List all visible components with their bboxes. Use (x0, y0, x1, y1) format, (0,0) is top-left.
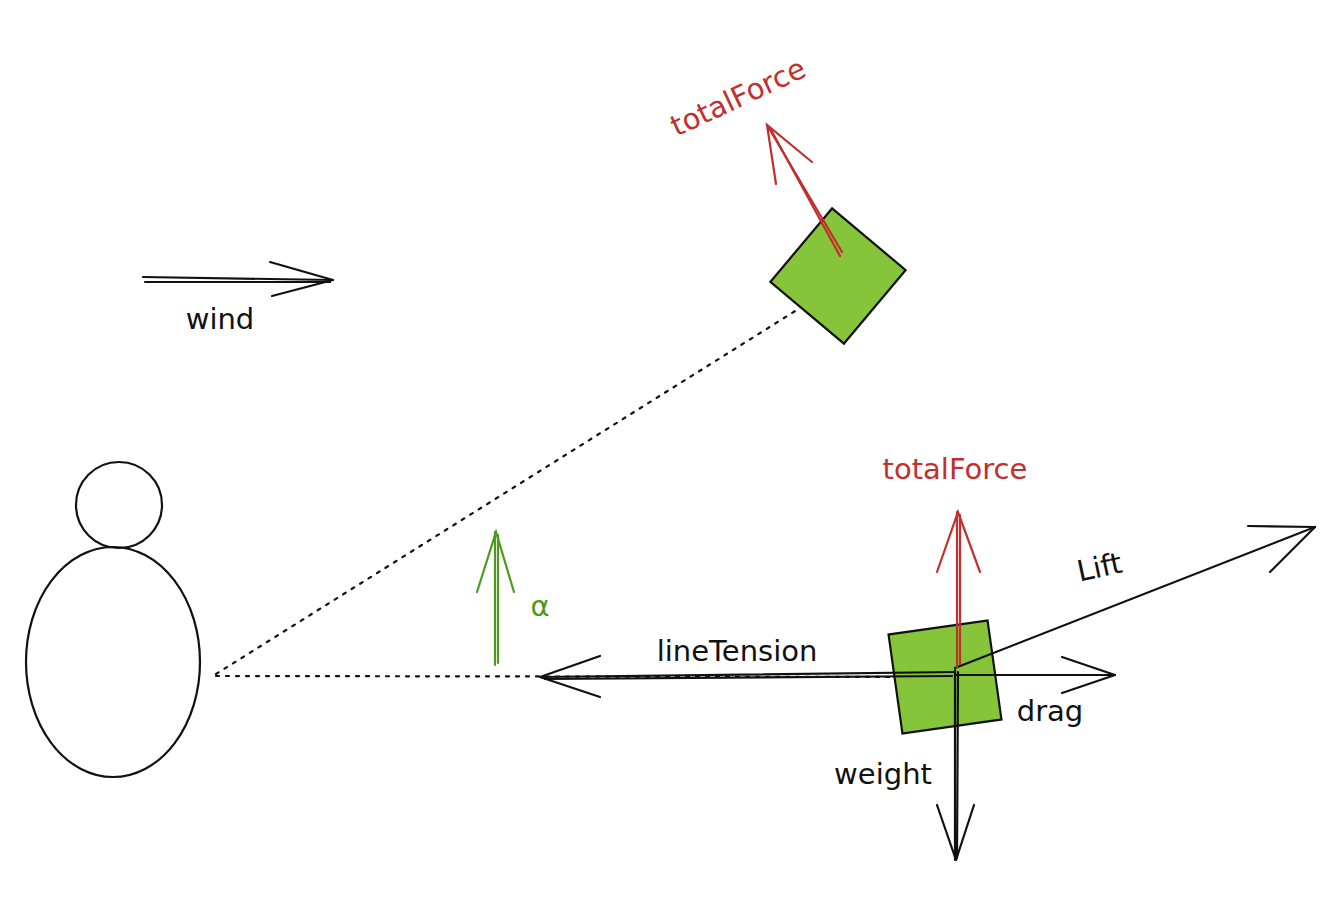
alpha-arrow (477, 532, 514, 665)
force-label: drag (1017, 696, 1084, 728)
wind-label: wind (186, 304, 255, 336)
force-label: lineTension (657, 636, 818, 668)
force-label: weight (834, 759, 932, 791)
wind-arrow (143, 262, 333, 296)
kite-line-flying (216, 308, 800, 674)
force-label: totalForce (666, 53, 811, 143)
force-label: totalForce (883, 454, 1028, 486)
lift-arrow (955, 526, 1315, 668)
total-force-arrow-lower (937, 512, 980, 667)
person-body (26, 547, 200, 777)
weight-arrow (937, 670, 974, 860)
person-head (76, 462, 162, 548)
kite-flying (770, 208, 905, 343)
drag-arrow (955, 657, 1115, 693)
angle-label: α (530, 591, 549, 623)
force-label: Lift (1075, 548, 1126, 589)
total-force-arrow-upper (767, 125, 842, 256)
